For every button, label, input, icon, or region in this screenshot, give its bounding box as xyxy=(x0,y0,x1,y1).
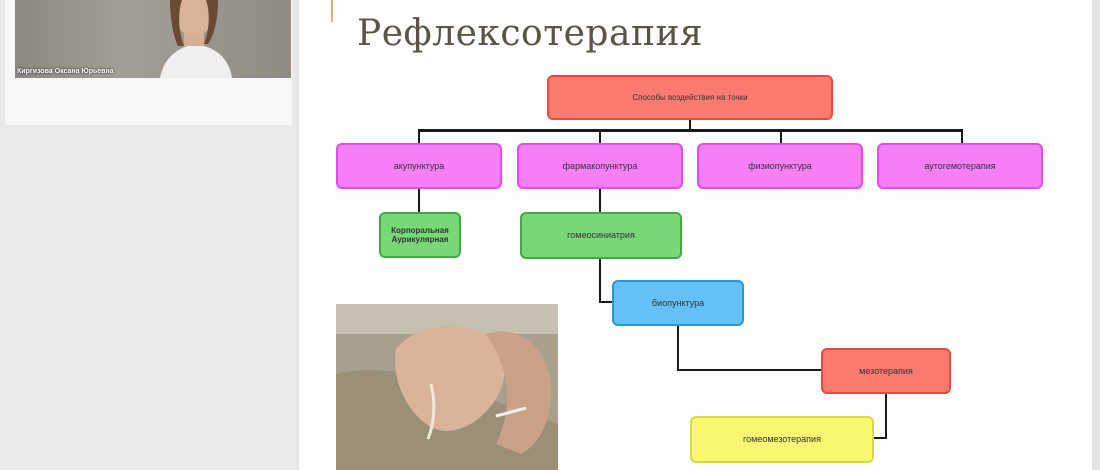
diagram-root-node: Способы воздействия на точки xyxy=(547,75,833,120)
participant-video-tile[interactable]: Киргизова Оксана Юрьевна xyxy=(5,0,292,125)
acupuncture-type-corporal: Корпоральная xyxy=(391,225,449,235)
homeosiniatry-node: гомеосиниатрия xyxy=(520,212,682,259)
biopuncture-node: биопунктура xyxy=(612,280,744,326)
connector-chain-2-h xyxy=(677,369,821,371)
method-node-acupuncture: акупунктура xyxy=(336,143,502,189)
connector-chain-3-h xyxy=(873,437,887,439)
mesotherapy-node: мезотерапия xyxy=(821,348,951,394)
participant-figure xyxy=(160,0,232,78)
connector-horizontal-bus xyxy=(418,129,963,132)
homeomesotherapy-node: гомеомезотерапия xyxy=(690,416,874,463)
method-node-pharmacopuncture: фармакопунктура xyxy=(517,143,683,189)
connector-chain-1-h xyxy=(599,301,612,303)
presentation-slide: Рефлексотерапия Способы воздействия на т… xyxy=(299,0,1092,470)
method-node-physiopuncture: физиопунктура xyxy=(697,143,863,189)
right-edge-strip xyxy=(1092,0,1100,470)
method-node-autohemotherapy: аутогемотерапия xyxy=(877,143,1043,189)
connector-chain-3-v xyxy=(885,394,887,439)
video-background xyxy=(15,0,291,78)
acupuncture-types-node: Корпоральная Аурикулярная xyxy=(379,212,461,258)
participant-name: Киргизова Оксана Юрьевна xyxy=(17,68,114,75)
connector-method-1 xyxy=(418,129,420,143)
participant-video: Киргизова Оксана Юрьевна xyxy=(15,0,291,78)
participants-panel: Киргизова Оксана Юрьевна xyxy=(0,0,296,470)
connector-chain-1-v xyxy=(599,259,601,303)
connector-chain-2-v xyxy=(677,326,679,371)
connector-acupuncture-down xyxy=(418,189,420,212)
acupuncture-type-auricular: Аурикулярная xyxy=(391,235,449,244)
connector-pharma-down xyxy=(599,189,601,212)
slide-accent-line xyxy=(331,0,333,22)
slide-title: Рефлексотерапия xyxy=(357,13,704,54)
acupuncture-photo xyxy=(336,304,558,470)
connector-root-down xyxy=(689,120,691,130)
connector-method-3 xyxy=(780,129,782,143)
connector-method-4 xyxy=(961,129,963,143)
connector-method-2 xyxy=(599,129,601,143)
